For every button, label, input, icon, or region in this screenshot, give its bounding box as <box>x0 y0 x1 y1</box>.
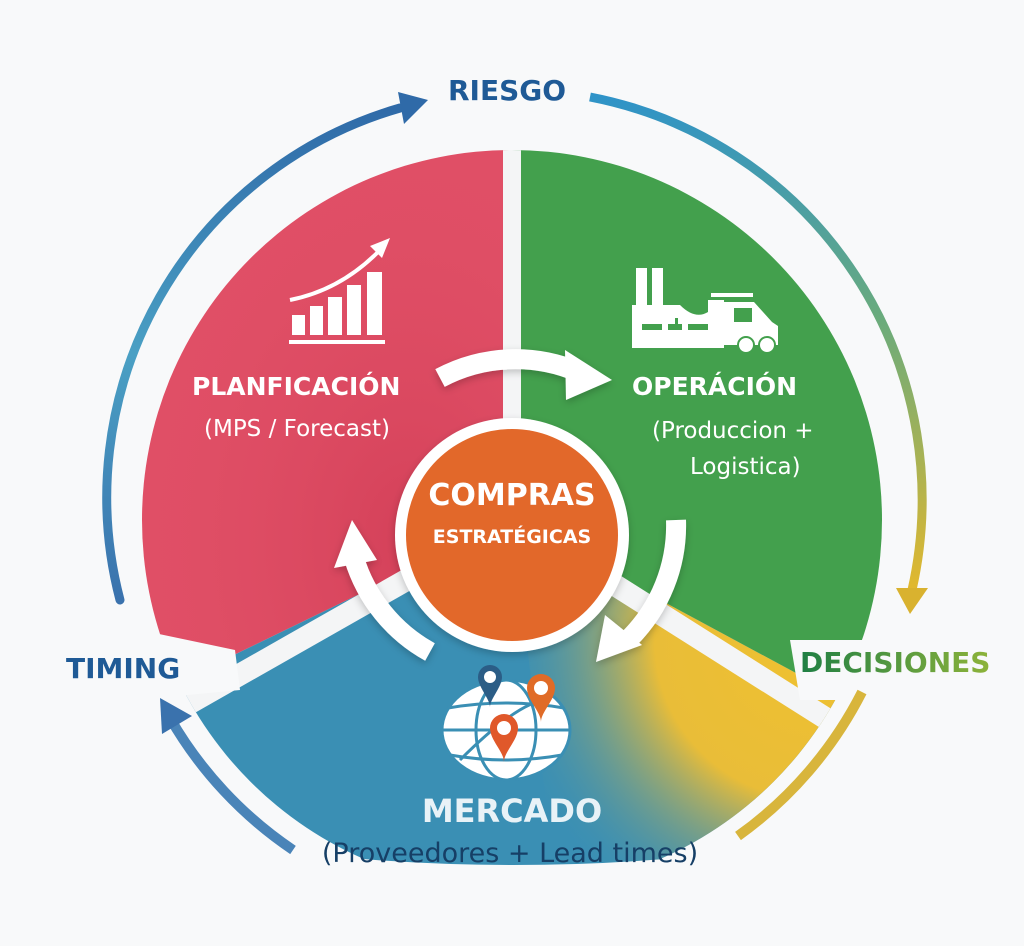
mercado-subtitle: (Proveedores + Lead times) <box>321 838 699 869</box>
arrowhead-timing-icon <box>160 698 192 734</box>
operacion-subtitle-line1: (Produccion + <box>652 418 814 444</box>
decisiones-notch <box>790 640 900 700</box>
planificacion-title: PLANFICACIÓN <box>192 372 401 401</box>
label-timing: TIMING <box>66 652 181 685</box>
label-riesgo: RIESGO <box>448 74 567 107</box>
arc-decisiones-to-mercado <box>735 689 867 841</box>
inner-arrowhead-top-icon <box>565 350 612 400</box>
operacion-subtitle-line2: Logistica) <box>690 454 801 480</box>
center-title: COMPRAS <box>428 478 596 513</box>
inner-arrow-right <box>620 519 687 648</box>
mercado-title: MERCADO <box>421 792 603 830</box>
inner-arrowhead-right-icon <box>596 615 642 662</box>
inner-arrow-left <box>344 554 436 661</box>
growth-chart-icon <box>289 238 390 344</box>
arc-timing-to-riesgo <box>102 103 405 605</box>
inner-arrow-top <box>435 349 582 387</box>
bottom-cut <box>150 830 880 942</box>
arrowhead-decisiones-icon <box>896 588 928 614</box>
center-circle <box>406 429 618 641</box>
planificacion-subtitle: (MPS / Forecast) <box>204 416 390 442</box>
operacion-title: OPERÁCIÓN <box>632 372 798 401</box>
label-decisiones: DECISIONES <box>800 646 991 679</box>
arrowhead-riesgo-icon <box>398 92 428 124</box>
timing-notch <box>135 630 240 700</box>
arc-mercado-to-timing <box>165 715 296 855</box>
outer-cycle <box>102 92 928 855</box>
arc-riesgo-to-decisiones <box>589 92 927 591</box>
inner-arrowhead-left-icon <box>334 520 377 568</box>
factory-truck-icon <box>632 268 778 354</box>
inner-cycle-arrows <box>334 349 687 662</box>
center-subtitle: ESTRATÉGICAS <box>432 526 592 548</box>
globe-pins-icon <box>440 665 572 782</box>
